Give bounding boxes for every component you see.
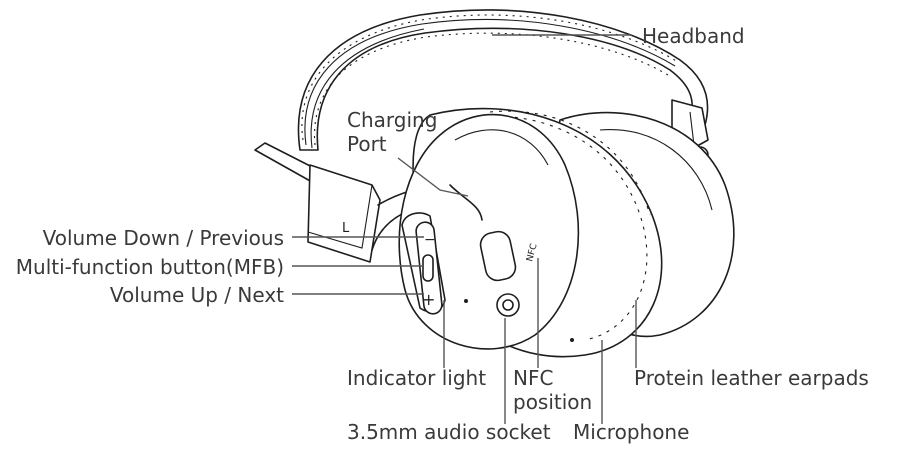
volume-down-label: Volume Down / Previous [42,226,284,250]
earpads-label: Protein leather earpads [634,366,869,390]
leader-lines [292,34,637,424]
minus-sign: − [424,232,436,248]
nfc-logo: NFC [525,243,539,263]
port-details-illustration: NFC [449,184,574,342]
microphone-label: Microphone [573,420,690,444]
control-panel-illustration: − + [401,212,446,315]
side-letter-l: L [342,221,350,236]
indicator-light-label: Indicator light [347,366,487,390]
headband-label: Headband [642,24,745,48]
headband-illustration [297,9,709,164]
mfb-label: Multi-function button(MFB) [15,255,284,279]
audio-socket-label: 3.5mm audio socket [347,420,551,444]
left-yoke-illustration: L [254,142,491,263]
volume-up-label: Volume Up / Next [109,283,284,307]
nfc-position-label: NFC position [513,366,593,414]
charging-port-label: Charging Port [347,108,438,156]
plus-sign: + [422,290,435,309]
